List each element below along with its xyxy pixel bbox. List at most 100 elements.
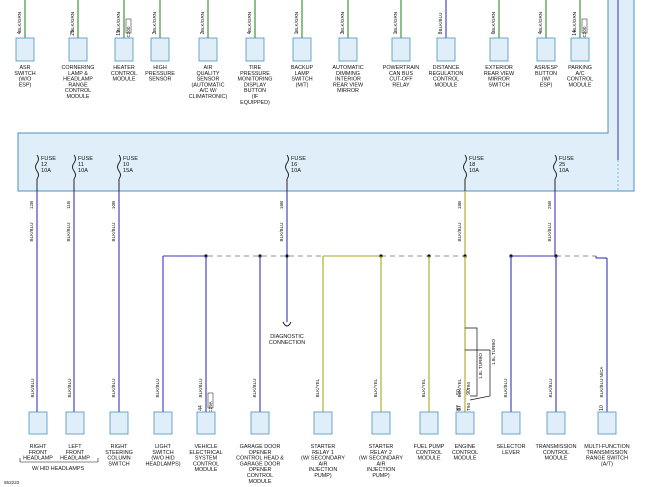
top-component-connector [15,37,35,62]
bottom-wire-label: BLK/BLU [503,379,508,398]
fuse-symbol [35,154,39,180]
bottom-component-connector [250,411,270,435]
fuse-number: 16 [291,162,297,168]
top-component-label: EQUIPPED) [240,100,270,106]
top-component-label: PRESSURE [145,71,175,77]
bottom-connector-tag [207,392,214,409]
bottom-component-label: MODULE [194,467,217,473]
top-connector-id: C200 [582,26,587,37]
top-component-label: SWITCH [291,77,312,83]
top-component-label: ESP) [19,82,32,88]
bottom-pin-number: 10 [599,405,605,411]
bottom-wire-label: BLK/BLU [252,379,257,398]
top-component-label: MODULE [112,77,135,83]
bottom-component-label: TRANSMISSION [586,450,627,456]
top-pin-number: 4 [247,31,253,34]
bottom-wire-label: BLK/YEL [315,378,320,397]
top-pin-number: 4 [538,31,544,34]
top-component-label: CONTROL [567,77,593,83]
top-component-label: HEATER [113,65,135,71]
top-wire-label: BLK/GRN [340,12,345,32]
top-component-label: MODULE [66,94,89,100]
fuse-wire-label: BLK/BLU [279,223,284,242]
fuse-wire-label: BLK/BLU [29,223,34,242]
diagnostic-connection-label: CONNECTION [269,340,305,346]
bottom-component-label: LIGHT [155,444,172,450]
top-component-label: CORNERING [62,65,95,71]
bottom-wire-label: BLK/BLU [67,379,72,398]
fuse-wire-label: BLK/BLU [66,223,71,242]
top-component-connector [114,37,134,62]
top-component-label: REAR VIEW [484,71,515,77]
bottom-wire-label: BLK/BLU [548,379,553,398]
fuse-wire-label: BLK/BLU [457,223,462,242]
bottom-component-label: CONTROL [452,450,478,456]
bottom-component-label: MODULE [248,479,271,485]
fuse-rating: 10A [291,168,301,174]
top-component-connector [245,37,265,62]
bottom-component-label: ELECTRICAL [189,450,222,456]
fuse-number: 11 [78,162,84,168]
bottom-component-connector [371,411,391,435]
top-pin-number: 1 [294,31,300,34]
top-wire-label: BLK/GRN [200,12,205,32]
top-component-label: DISTANCE [433,65,460,71]
top-component-label: POWERTRAIN [383,65,420,71]
fuse-name: FUSE [123,156,138,162]
fuse-rating: 10A [469,168,479,174]
figure-id: 552222 [4,480,20,485]
fuse-circuit-id: 11B [66,201,71,209]
top-pin-number: 1 [393,31,399,34]
top-component-label: ESP) [540,82,553,88]
bottom-component-label: STARTER [311,444,336,450]
top-component-label: BACKUP [291,65,314,71]
fuse-circuit-id: 25B [547,201,552,209]
top-component-label: CONTROL [433,77,459,83]
top-component-label: ASR/ESP [534,65,558,71]
bottom-component-label: INJECTION [367,467,396,473]
bottom-component-label: PUMP) [372,473,390,479]
bottom-connector-id: C29A [208,400,213,412]
bottom-component-label: OPENER [249,467,272,473]
top-component-label: RELAY [392,82,410,88]
top-pin-number: 3 [340,31,346,34]
top-component-label: (IF [252,94,259,100]
bottom-component-connector [109,411,129,435]
top-wire-label: BLK/GRN [572,12,577,32]
bottom-component-label: RIGHT [111,444,128,450]
top-component-label: A/C [576,71,585,77]
top-component-label: BUTTON [535,71,557,77]
bottom-component-label: MULTI-FUNCTION [584,444,630,450]
top-component-label: HIGH [153,65,167,71]
bottom-component-label: SWITCH [152,450,173,456]
top-component-label: (W/ [542,77,551,83]
bottom-component-label: LEVER [502,450,520,456]
top-component-label: (M/T) [296,82,309,88]
bottom-component-connector [313,411,333,435]
bottom-component-label: INJECTION [309,467,338,473]
fuse-rating: 10A [41,168,51,174]
bottom-component-label: GARAGE DOOR [240,461,281,467]
top-wire-label: BLK/GRN [393,12,398,32]
top-component-label: REAR VIEW [333,82,364,88]
bottom-component-label: OPENER [249,450,272,456]
bottom-component-label: FRONT [66,450,85,456]
bottom-component-label: SWITCH [108,461,129,467]
top-component-label: DISPLAY [244,82,267,88]
fuse-symbol [72,154,76,180]
fuse-name: FUSE [291,156,306,162]
fuse-name: FUSE [559,156,574,162]
bottom-component-label: MODULE [544,456,567,462]
bottom-component-connector [546,411,566,435]
bottom-component-label: CONTROL HEAD & [236,456,284,462]
top-component-label: MIRROR [488,77,510,83]
top-wire-label: BLK/BLU [438,13,443,32]
bottom-component-label: CONTROL [543,450,569,456]
top-component-connector [391,37,411,62]
top-wire-label: BLK/GRN [491,12,496,32]
fuse-symbol [463,154,467,180]
top-pin-number: 14 [572,30,578,36]
fuse-symbol [117,154,121,180]
top-wire-label: BLK/GRN [116,12,121,32]
top-component-label: AIR [204,65,213,71]
